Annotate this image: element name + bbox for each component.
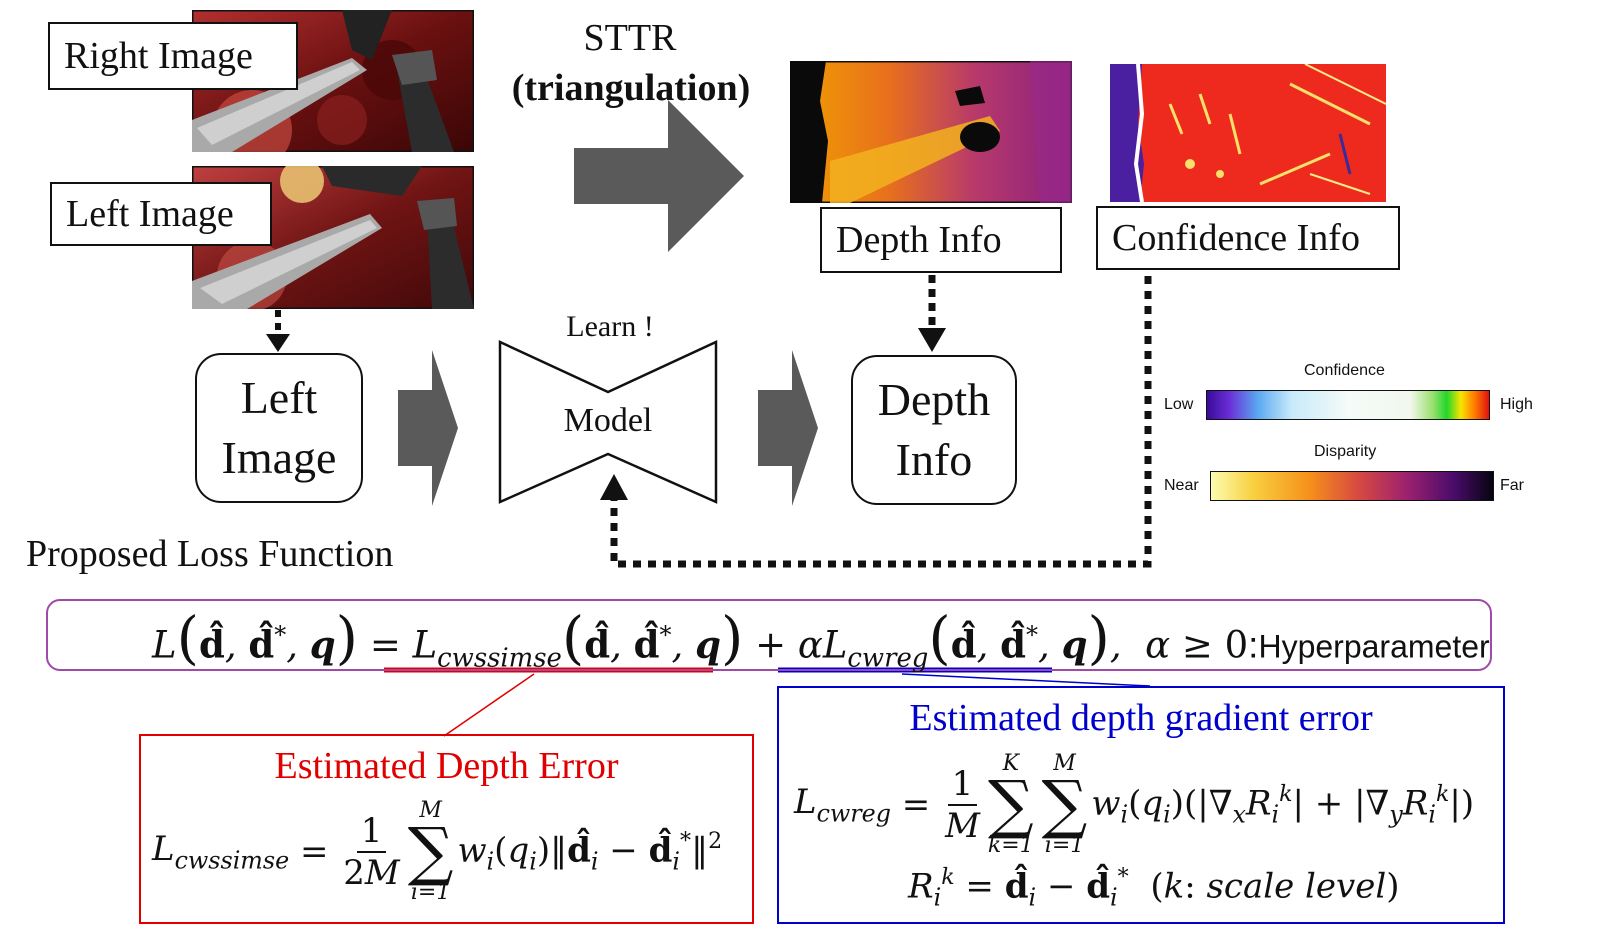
right-image-text: Right Image [64,35,253,77]
disparity-legend-title: Disparity [1314,443,1377,460]
down-arrowhead-icon [266,334,290,352]
confidence-info-text: Confidence Info [1112,217,1360,259]
left-image-top-text: Left Image [66,193,234,235]
left-image-box-line1: Left [240,372,318,423]
disparity-legend-far: Far [1500,477,1524,494]
depth-info-top-text: Depth Info [836,219,1002,261]
confidence-legend-low: Low [1164,396,1194,413]
disparity-colorbar [1210,471,1494,501]
gradient-error-box [777,686,1505,924]
scale-level-label: scale level [1206,866,1387,907]
model-label: Model [563,402,653,439]
sttr-title: STTR [583,17,677,59]
gradient-error-title: Estimated depth gradient error [909,697,1373,739]
left-image-box-line2: Image [221,432,337,483]
up-arrowhead-icon [600,474,628,500]
depth-map-image [790,61,1072,203]
down-arrowhead-icon-2 [918,328,946,352]
depth-info-box-line2: Info [895,434,973,485]
depth-error-box [139,734,754,924]
scale-level-formula: Rik = d̂i − d̂i* (k: scale level) [908,864,1400,912]
confidence-map-image [1110,64,1386,202]
gray-arrow-1-icon [398,350,458,506]
confidence-legend-high: High [1500,396,1533,413]
proposed-loss-heading: Proposed Loss Function [26,533,394,575]
confidence-legend-title: Confidence [1304,362,1385,379]
left-image-box: Left Image [195,353,363,503]
sttr-arrow-icon [574,100,744,252]
hyperparameter-label: Hyperparameter [1258,628,1490,665]
confidence-info-label: Confidence Info [1096,206,1400,270]
depth-info-label: Depth Info [820,207,1062,273]
depth-info-box: Depth Info [851,355,1017,505]
disparity-legend-near: Near [1164,477,1199,494]
depth-info-box-line1: Depth [877,374,991,425]
confidence-colorbar [1206,390,1490,420]
left-image-label: Left Image [50,182,272,246]
depth-error-title: Estimated Depth Error [274,745,619,787]
loss-formula-box [46,599,1492,671]
right-image-photo [192,10,474,152]
learn-label: Learn ! [566,310,654,343]
gray-arrow-2-icon [758,350,818,506]
loss-formula: L(d̂, d̂*, q) = Lcwssimse(d̂, d̂*, q) + … [152,604,1490,674]
right-image-label: Right Image [48,22,298,90]
sttr-subtitle: (triangulation) [511,67,751,109]
